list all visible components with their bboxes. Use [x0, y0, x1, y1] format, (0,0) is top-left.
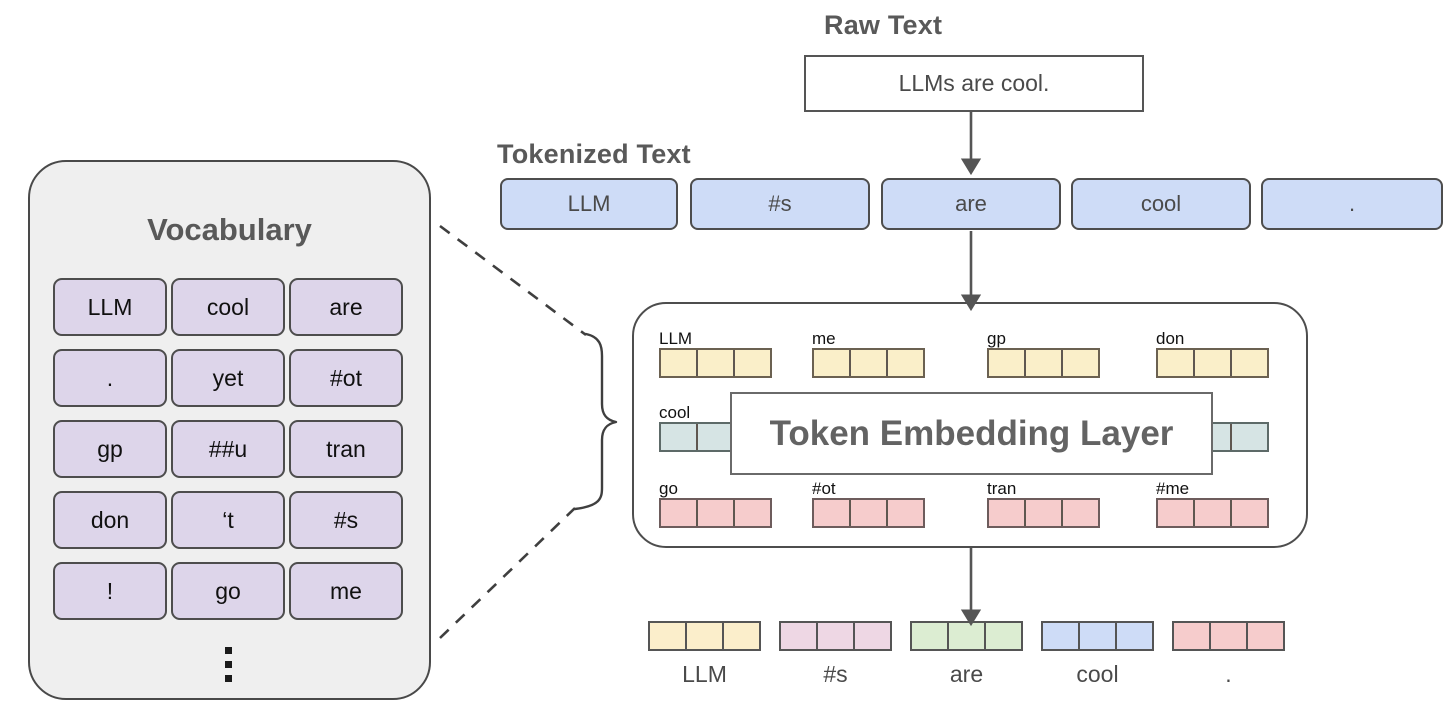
vocab-cell[interactable]: #s: [289, 491, 403, 549]
embedding-vector-group[interactable]: don: [1156, 330, 1269, 378]
vocab-cell[interactable]: tran: [289, 420, 403, 478]
embedding-vector-cells: [987, 348, 1100, 378]
output-embedding-cells: [910, 621, 1023, 651]
vocab-cell[interactable]: cool: [171, 278, 285, 336]
vertical-ellipsis-icon: [225, 647, 232, 682]
output-embedding-label: are: [949, 661, 984, 687]
vocabulary-grid: LLM cool are . yet #ot gp ##u tran don ‘…: [53, 278, 403, 620]
output-embedding-cells: [1041, 621, 1154, 651]
output-embedding-group[interactable]: LLM: [648, 621, 761, 688]
vocab-cell[interactable]: yet: [171, 349, 285, 407]
token-chip-label: LLM: [567, 191, 611, 216]
vocab-cell[interactable]: !: [53, 562, 167, 620]
output-embedding-group[interactable]: #s: [779, 621, 892, 688]
vocab-cell-label: tran: [326, 435, 366, 462]
output-embedding-group[interactable]: are: [910, 621, 1023, 688]
token-chip-label: #s: [768, 191, 792, 216]
token-chip-4[interactable]: .: [1261, 178, 1443, 230]
embedding-vector-label: me: [812, 329, 836, 349]
output-embedding-cells: [779, 621, 892, 651]
embedding-vector-label: cool: [659, 403, 691, 423]
vocab-cell[interactable]: gp: [53, 420, 167, 478]
vocab-cell-label: .: [106, 364, 114, 391]
vocab-cell[interactable]: go: [171, 562, 285, 620]
raw-text-value: LLMs are cool.: [898, 70, 1050, 96]
embedding-vector-label: don: [1156, 329, 1185, 349]
raw-text-heading: Raw Text: [824, 10, 943, 40]
vocab-cell-label: #s: [333, 506, 359, 533]
embedding-vector-group[interactable]: go: [659, 480, 772, 528]
embedding-vector-label: tran: [987, 479, 1017, 499]
vocab-cell[interactable]: LLM: [53, 278, 167, 336]
raw-text-box: LLMs are cool.: [804, 55, 1144, 112]
embedding-vector-group[interactable]: me: [812, 330, 925, 378]
embedding-vector-cells: [812, 498, 925, 528]
vocab-cell-label: are: [329, 293, 363, 320]
output-embedding-label: LLM: [682, 661, 727, 687]
embedding-vector-cells: [812, 348, 925, 378]
embedding-vector-cells: [659, 348, 772, 378]
token-embedding-layer-label-box: Token Embedding Layer: [730, 392, 1213, 475]
vocab-cell[interactable]: .: [53, 349, 167, 407]
embedding-vector-group[interactable]: tran: [987, 480, 1100, 528]
output-embedding-group[interactable]: .: [1172, 621, 1285, 688]
vocab-cell-label: #ot: [330, 364, 362, 391]
output-embedding-label: cool: [1076, 661, 1119, 687]
vocabulary-title: Vocabulary: [147, 212, 312, 247]
vocab-cell-label: ‘t: [222, 506, 234, 533]
embedding-vector-group[interactable]: gp: [987, 330, 1100, 378]
vocab-cell-label: cool: [206, 293, 250, 320]
dashed-wedge-lines: [439, 224, 587, 639]
vocab-cell-label: me: [330, 577, 362, 604]
embedding-vector-group[interactable]: #me: [1156, 480, 1269, 528]
tokenized-text-heading: Tokenized Text: [497, 139, 691, 169]
vocab-cell-label: go: [215, 577, 241, 604]
vocab-cell[interactable]: ##u: [171, 420, 285, 478]
token-chip-1[interactable]: #s: [690, 178, 870, 230]
vocab-cell-label: gp: [97, 435, 123, 462]
output-embedding-group[interactable]: cool: [1041, 621, 1154, 688]
embedding-vector-group[interactable]: #ot: [812, 480, 925, 528]
token-chip-0[interactable]: LLM: [500, 178, 678, 230]
token-chip-3[interactable]: cool: [1071, 178, 1251, 230]
embedding-vector-cells: [1156, 498, 1269, 528]
vocab-cell-label: don: [90, 506, 130, 533]
vocab-cell[interactable]: me: [289, 562, 403, 620]
vocab-cell-label: yet: [212, 364, 244, 391]
token-chip-2[interactable]: are: [881, 178, 1061, 230]
embedding-vector-label: LLM: [659, 329, 693, 349]
embedding-vector-group[interactable]: LLM: [659, 330, 772, 378]
token-chip-label: cool: [1140, 191, 1182, 216]
embedding-vector-label: go: [659, 479, 678, 499]
token-embedding-layer-label: Token Embedding Layer: [769, 413, 1174, 453]
vocab-cell-label: ##u: [208, 435, 248, 462]
output-embedding-cells: [1172, 621, 1285, 651]
vocab-cell-label: !: [106, 577, 114, 604]
vocab-cell[interactable]: don: [53, 491, 167, 549]
curly-brace-icon: [573, 332, 618, 511]
token-chip-label: are: [955, 191, 987, 216]
embedding-vector-cells: [1156, 348, 1269, 378]
embedding-vector-label: gp: [987, 329, 1006, 349]
output-embedding-label: .: [1225, 661, 1232, 687]
embedding-vector-cells: [659, 498, 772, 528]
output-embedding-cells: [648, 621, 761, 651]
embedding-vector-label: #ot: [812, 479, 836, 499]
embedding-vector-cells: [987, 498, 1100, 528]
vocab-cell[interactable]: #ot: [289, 349, 403, 407]
vocab-cell[interactable]: ‘t: [171, 491, 285, 549]
vocab-cell-label: LLM: [87, 293, 133, 320]
output-embedding-label: #s: [823, 661, 848, 687]
embedding-vector-label: #me: [1156, 479, 1190, 499]
vocab-cell[interactable]: are: [289, 278, 403, 336]
token-chip-label: .: [1348, 191, 1356, 216]
